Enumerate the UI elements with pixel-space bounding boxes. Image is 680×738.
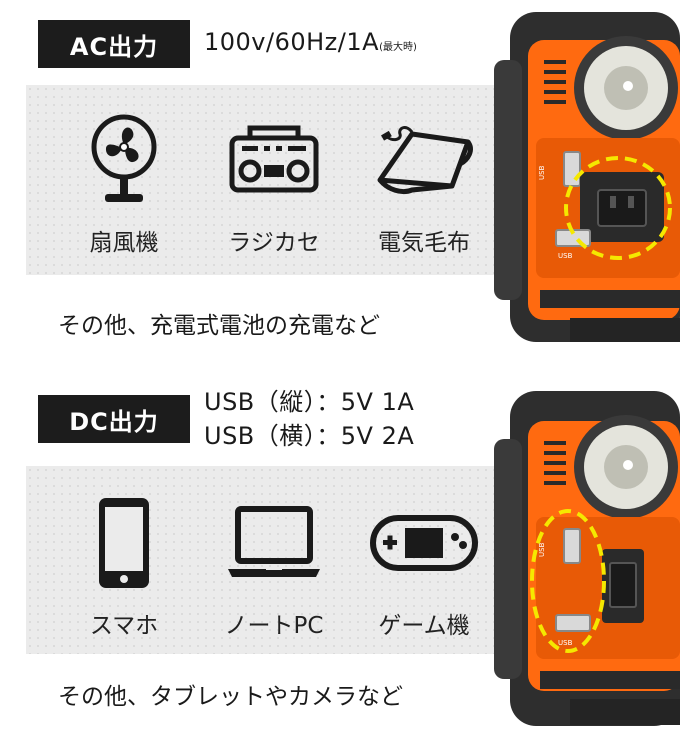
ac-device-image: USB USB <box>480 0 680 350</box>
dc-output-title: DC出力 <box>38 395 190 443</box>
smartphone-icon <box>99 498 149 588</box>
usb-label-vertical: USB <box>538 165 546 180</box>
power-station-dc-illustration: USB USB <box>494 391 680 726</box>
ac-item-fan: 扇風機 <box>54 105 194 257</box>
ac-output-section: AC出力 100v/60Hz/1A(最大時) 扇風機 <box>26 0 680 350</box>
dc-item-laptop: ノートPC <box>204 488 344 640</box>
power-station-ac-illustration: USB USB <box>494 12 680 342</box>
fan-icon <box>91 114 157 202</box>
ac-item-electric-blanket: 電気毛布 <box>354 105 494 257</box>
dc-usb-port-horizontal <box>555 614 591 632</box>
ac-item-boombox: ラジカセ <box>204 105 344 257</box>
laptop-icon <box>228 506 320 577</box>
dc-output-note: その他、タブレットやカメラなど <box>58 684 403 710</box>
dc-spec-usb-horizontal: USB（横）：5V 2A <box>204 422 415 450</box>
ac-item-boombox-label: ラジカセ <box>228 230 320 256</box>
dc-item-game-console-label: ゲーム機 <box>378 613 470 639</box>
boombox-icon <box>229 125 319 193</box>
dc-device-image: USB USB <box>480 389 680 734</box>
dc-item-game-console: ゲーム機 <box>354 488 494 640</box>
electric-blanket-icon <box>377 126 473 195</box>
dc-spec-usb-vertical: USB（縦）：5V 1A <box>204 388 415 416</box>
dc-usb-label-vertical: USB <box>538 542 546 557</box>
usb-label-horizontal: USB <box>558 252 573 260</box>
game-console-icon <box>370 515 478 571</box>
ac-item-fan-label: 扇風機 <box>89 230 159 256</box>
dc-output-spec: USB（縦）：5V 1A USB（横）：5V 2A <box>204 385 414 453</box>
dc-item-laptop-label: ノートPC <box>224 613 324 639</box>
ac-spec-max-note: (最大時) <box>379 42 417 53</box>
ac-item-electric-blanket-label: 電気毛布 <box>378 230 470 256</box>
ac-spec-main: 100v/60Hz/1A <box>204 28 380 56</box>
dc-item-smartphone-label: スマホ <box>89 613 159 639</box>
ac-outlet-highlight <box>564 156 672 260</box>
dc-usb-port-vertical <box>563 528 581 564</box>
ac-output-title: AC出力 <box>38 20 190 68</box>
dc-output-section: DC出力 USB（縦）：5V 1A USB（横）：5V 2A スマホ <box>0 369 680 738</box>
usb-ports-highlight <box>530 509 606 653</box>
ac-output-spec: 100v/60Hz/1A(最大時) <box>204 28 417 56</box>
dc-usb-label-horizontal: USB <box>558 639 573 647</box>
dc-item-smartphone: スマホ <box>54 488 194 640</box>
ac-output-note: その他、充電式電池の充電など <box>58 313 380 339</box>
usb-port-vertical <box>563 151 581 187</box>
